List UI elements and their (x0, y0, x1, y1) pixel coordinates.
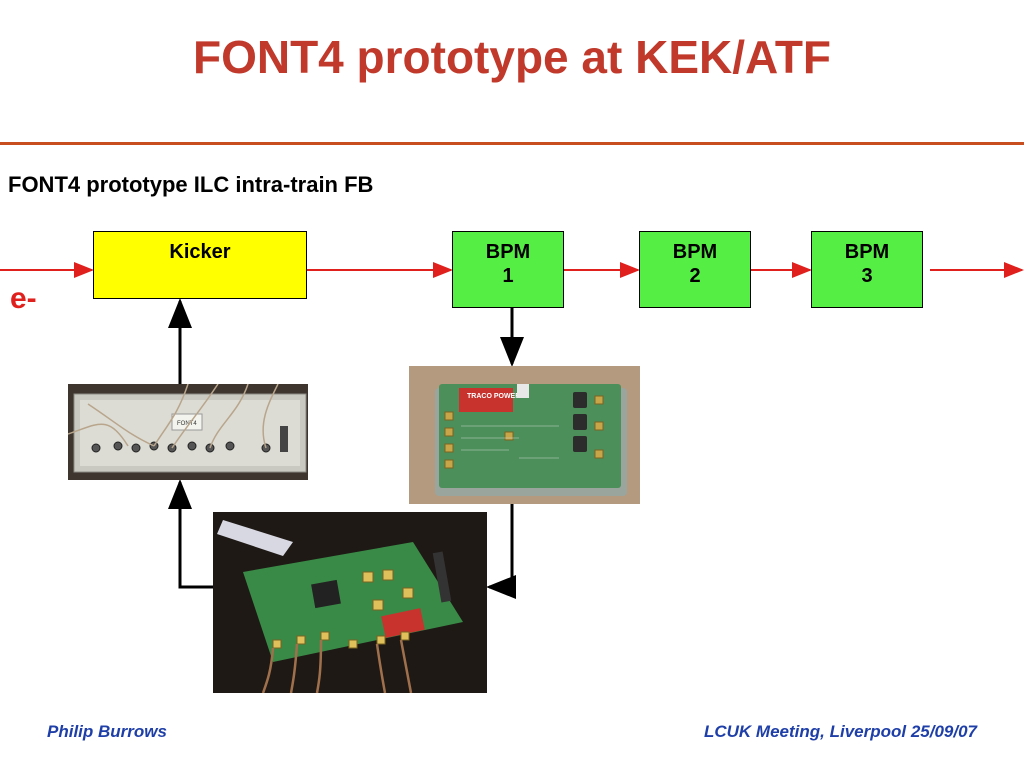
amplifier-panel-photo-icon: FONT4 (68, 384, 308, 480)
bpm1-number: 1 (502, 265, 514, 287)
footer-meeting: LCUK Meeting, Liverpool 25/09/07 (703, 722, 977, 741)
traco-label: TRACO POWER (467, 393, 520, 400)
bpm-processor-photo-icon: TRACO POWER (409, 366, 640, 504)
slide-subtitle: FONT4 prototype ILC intra-train FB (8, 172, 374, 197)
kicker-label: Kicker (169, 241, 231, 263)
bpm1-label: BPM (485, 241, 531, 263)
electron-beam-label: e- (10, 282, 37, 315)
slide-title: FONT4 prototype at KEK/ATF (192, 31, 832, 83)
feedback-board-photo-icon (213, 512, 487, 693)
footer-author: Philip Burrows (47, 722, 167, 741)
kicker-box: Kicker (93, 231, 307, 299)
bpm-processor-photo: TRACO POWER (409, 366, 640, 504)
bpm2-box: BPM 2 (639, 231, 751, 308)
bpm3-number: 3 (861, 265, 873, 287)
amplifier-panel-photo: FONT4 (68, 384, 308, 480)
bpm3-label: BPM (844, 241, 890, 263)
signal-line-board-to-amplifier (168, 479, 213, 589)
title-divider (0, 142, 1024, 145)
panel-badge: FONT4 (177, 421, 197, 427)
signal-line-processor-to-board (486, 504, 516, 599)
feedback-board-photo (213, 512, 487, 693)
bpm2-label: BPM (672, 241, 718, 263)
bpm3-box: BPM 3 (811, 231, 923, 308)
bpm1-box: BPM 1 (452, 231, 564, 308)
bpm2-number: 2 (689, 265, 701, 287)
